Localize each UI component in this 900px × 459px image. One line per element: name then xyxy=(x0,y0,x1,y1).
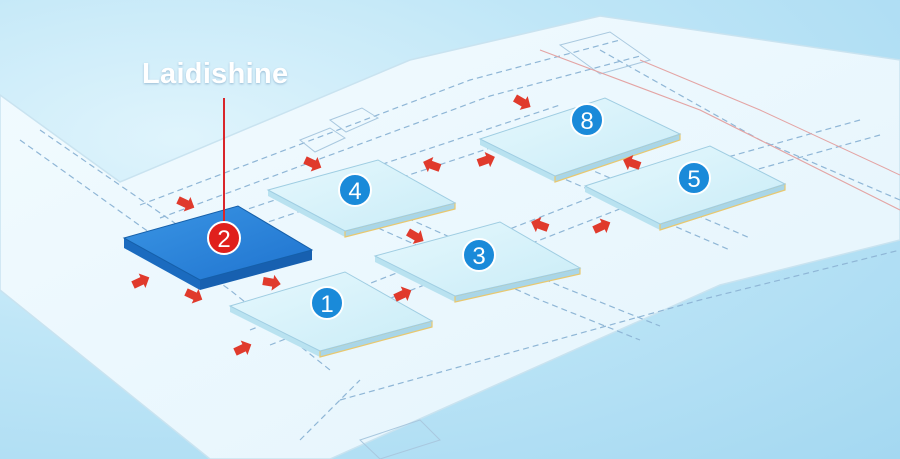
arrow-icon xyxy=(513,94,531,110)
hall-badge-2: 2 xyxy=(207,221,241,255)
arrow-icon xyxy=(303,156,322,172)
arrow-icon xyxy=(393,286,412,302)
hall-number: 3 xyxy=(472,243,485,270)
arrow-icon xyxy=(531,217,550,233)
hall-badge-5: 5 xyxy=(677,161,711,195)
arrow-icon xyxy=(476,152,495,168)
hall-number: 8 xyxy=(580,108,593,135)
hall-badge-3: 3 xyxy=(462,238,496,272)
arrow-icon xyxy=(233,340,252,356)
site-boundary xyxy=(539,49,900,211)
hall-number: 4 xyxy=(348,178,361,205)
hall-badge-8: 8 xyxy=(570,103,604,137)
hall-8[interactable] xyxy=(478,97,682,183)
building-outlines xyxy=(299,31,652,459)
hall-number: 5 xyxy=(687,166,700,193)
arrow-icon xyxy=(623,155,642,171)
hall-badge-1: 1 xyxy=(310,286,344,320)
hall-badge-4: 4 xyxy=(338,173,372,207)
arrow-icon xyxy=(184,288,203,304)
arrow-icon xyxy=(406,228,424,244)
exhibitor-name: Laidishine xyxy=(142,58,289,90)
entrance-arrows xyxy=(131,94,642,356)
arrow-icon xyxy=(423,157,442,173)
arrow-icon xyxy=(176,196,195,212)
hall-number: 2 xyxy=(217,226,230,253)
arrow-icon xyxy=(262,274,281,291)
hall-number: 1 xyxy=(320,291,333,318)
arrow-icon xyxy=(131,273,150,289)
arrow-icon xyxy=(592,218,611,234)
site-boundary-2 xyxy=(639,59,900,176)
